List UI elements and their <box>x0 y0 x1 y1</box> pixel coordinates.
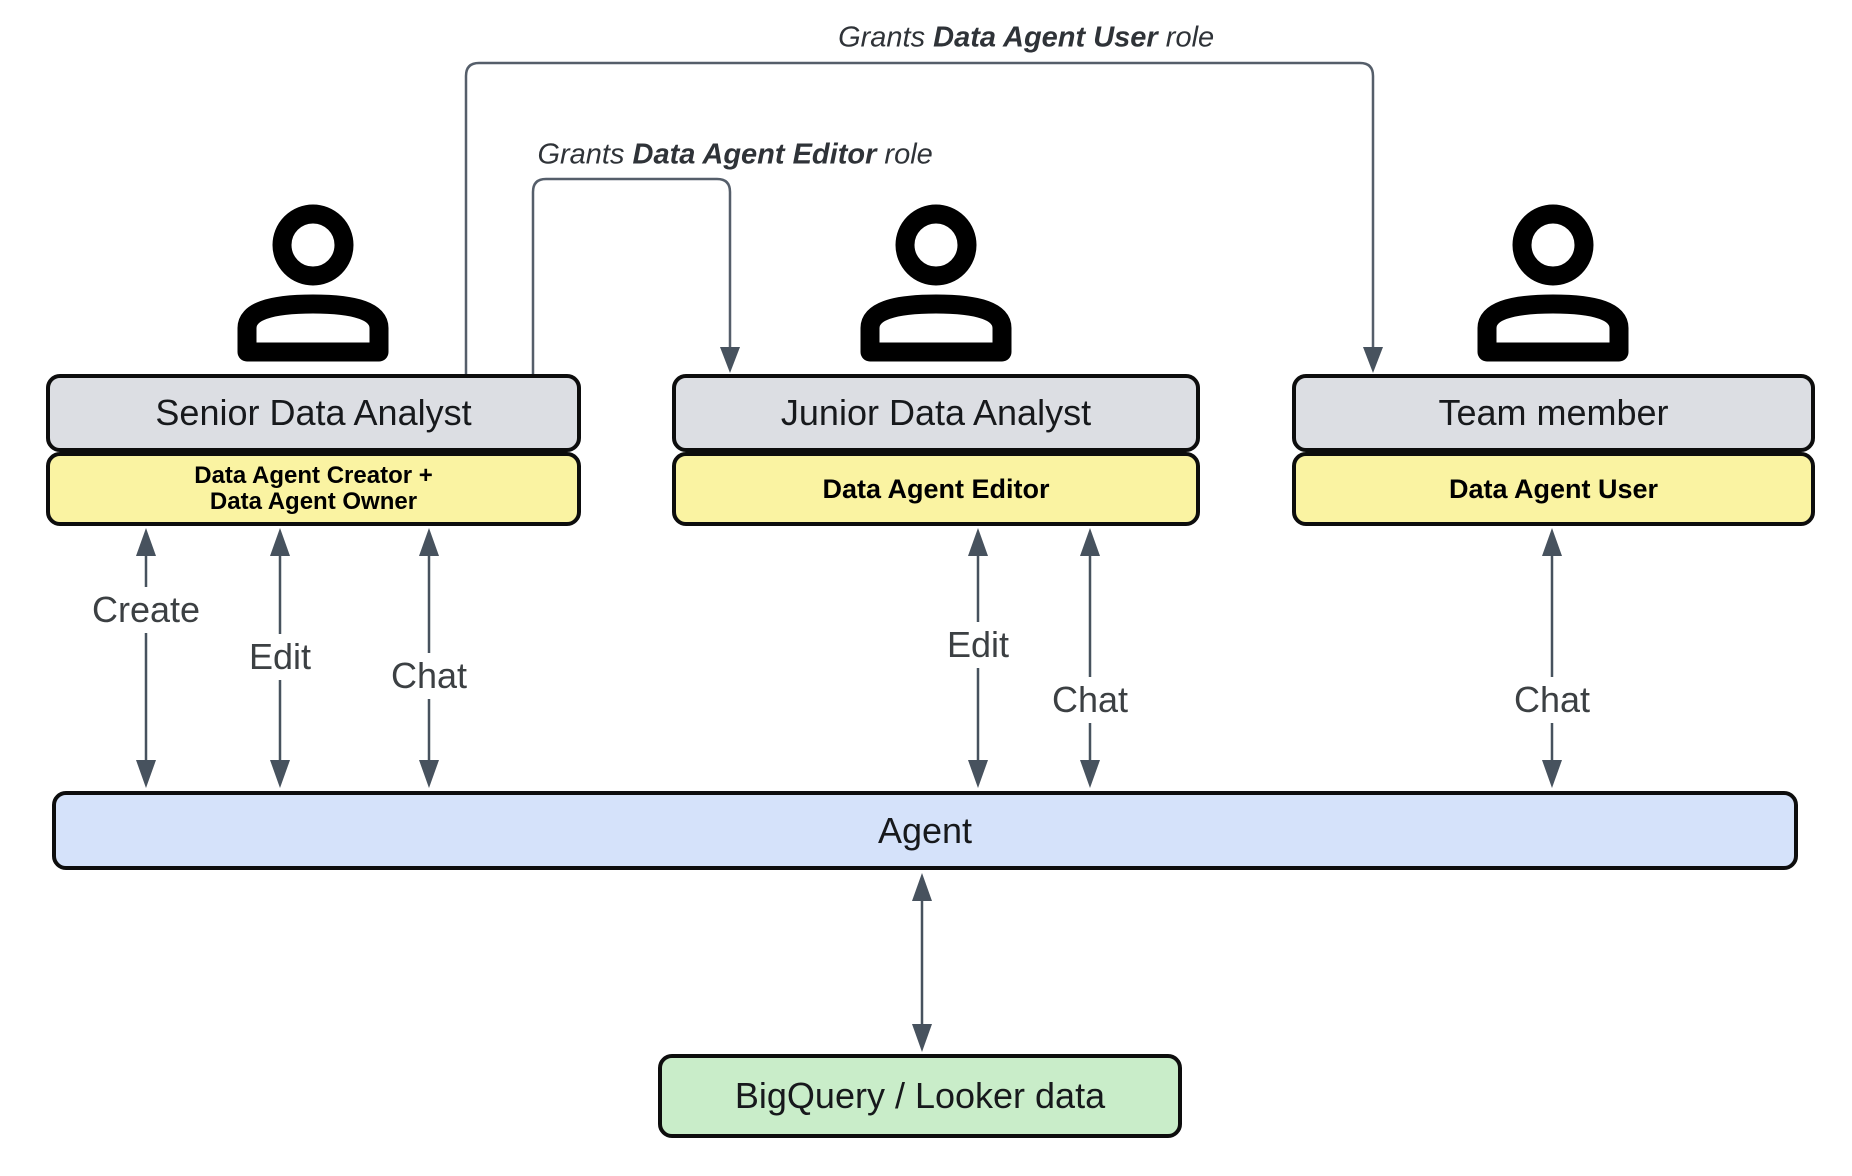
grant-editor-arrow <box>531 177 740 375</box>
chat-arrow-team <box>1542 528 1562 788</box>
senior-role-line-1: Data Agent Creator + <box>194 462 433 489</box>
team-member-title-box: Team member <box>1292 374 1815 452</box>
senior-analyst-title-box: Senior Data Analyst <box>46 374 581 452</box>
grant-user-role-name: Data Agent User <box>933 21 1158 54</box>
grant-editor-role-name: Data Agent Editor <box>632 138 877 171</box>
team-role-line-1: Data Agent User <box>1448 473 1659 504</box>
grant-editor-suffix: role <box>876 138 933 171</box>
grant-user-suffix: role <box>1157 21 1215 54</box>
grant-user-prefix: Grants <box>838 21 934 54</box>
create-label: Create <box>83 587 209 633</box>
datastore-box: BigQuery / Looker data <box>658 1054 1182 1138</box>
edit-label-senior: Edit <box>240 634 320 680</box>
junior-analyst-title: Junior Data Analyst <box>780 392 1092 433</box>
chat-arrow-junior <box>1080 528 1100 788</box>
team-member-title: Team member <box>1438 392 1669 433</box>
create-arrow <box>136 528 156 788</box>
senior-analyst-title: Senior Data Analyst <box>155 392 472 433</box>
chat-label-junior: Chat <box>1043 677 1137 723</box>
person-icon-senior <box>237 204 389 362</box>
junior-role-line-1: Data Agent Editor <box>822 473 1050 504</box>
agent-box: Agent <box>52 791 1798 870</box>
agent-label: Agent <box>877 809 973 851</box>
datastore-label: BigQuery / Looker data <box>734 1075 1106 1116</box>
agent-datastore-arrow <box>912 873 932 1052</box>
junior-analyst-role-box: Data Agent Editor <box>672 452 1200 526</box>
senior-analyst-role-box: Data Agent Creator + Data Agent Owner <box>46 452 581 526</box>
grant-editor-prefix: Grants <box>537 138 633 171</box>
chat-label-senior: Chat <box>382 653 476 699</box>
team-member-role-box: Data Agent User <box>1292 452 1815 526</box>
person-icon-junior <box>860 204 1012 362</box>
grant-editor-label: Grants Data Agent Editor role <box>505 106 933 205</box>
senior-role-line-2: Data Agent Owner <box>209 488 418 515</box>
junior-analyst-title-box: Junior Data Analyst <box>672 374 1200 452</box>
edit-label-junior: Edit <box>938 622 1018 668</box>
person-icon-team <box>1477 204 1629 362</box>
grant-user-label: Grants Data Agent User role <box>806 0 1214 88</box>
chat-label-team: Chat <box>1505 677 1599 723</box>
